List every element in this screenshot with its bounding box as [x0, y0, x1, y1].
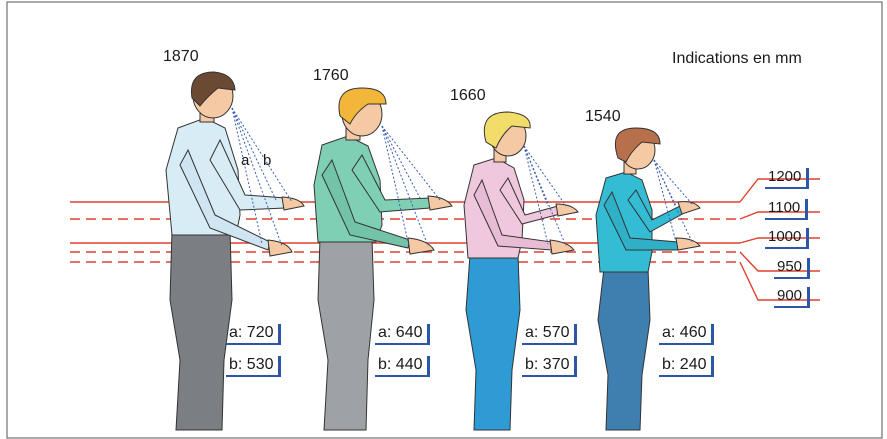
hand-4b: [675, 237, 701, 251]
person-1540: [595, 127, 701, 431]
line-950-leader: [739, 251, 820, 272]
units-note: Indications en mm: [672, 50, 802, 67]
measure-b-2: b: 440: [375, 356, 431, 377]
sight-letter-b: b: [263, 152, 272, 169]
hair-1: [190, 71, 236, 107]
level-label-1000: 1000: [765, 228, 810, 249]
level-label-900: 900: [774, 287, 811, 308]
line-1200-leader: [739, 178, 820, 203]
hand-2a: [427, 195, 453, 211]
line-1100-leader: [739, 211, 820, 220]
hand-2b: [407, 237, 435, 255]
measure-a-3: a: 570: [522, 324, 578, 345]
height-label-4: 1540: [585, 108, 621, 125]
sight-lines-2: [381, 125, 441, 247]
sight-lines-1: [231, 107, 293, 247]
measure-a-1: a: 720: [226, 324, 282, 345]
line-900-leader: [739, 261, 820, 301]
level-label-1100: 1100: [765, 199, 809, 220]
level-label-1200: 1200: [765, 168, 810, 189]
measure-a-4: a: 460: [659, 324, 715, 345]
arm-1b: [179, 148, 271, 251]
sight-lines-3: [523, 145, 567, 247]
measure-b-4: b: 240: [659, 356, 715, 377]
measure-b-1: b: 530: [226, 356, 282, 377]
sight-letter-a: a: [241, 152, 250, 169]
diagram-border: [6, 1, 883, 439]
height-label-2: 1760: [313, 67, 349, 84]
hair-4: [614, 127, 661, 163]
pants-3: [465, 254, 521, 431]
hand-1b: [267, 239, 293, 257]
hair-2: [338, 87, 387, 125]
height-label-3: 1660: [450, 87, 486, 104]
level-label-950: 950: [774, 258, 811, 279]
hand-4a: [677, 201, 701, 215]
pants-4: [597, 267, 651, 431]
line-1000-leader: [739, 237, 820, 244]
measure-a-2: a: 640: [375, 324, 431, 345]
height-label-1: 1870: [163, 48, 199, 65]
pants-2: [317, 237, 375, 431]
hair-3: [483, 111, 531, 149]
arm-2b: [321, 158, 411, 249]
sight-lines-4: [653, 159, 693, 243]
hand-3b: [549, 239, 575, 255]
hand-3a: [555, 203, 579, 217]
measure-b-3: b: 370: [522, 356, 578, 377]
person-1760: [313, 87, 453, 431]
person-1660: [463, 111, 579, 431]
hand-1a: [281, 196, 305, 211]
person-1870: [165, 71, 305, 431]
pants-1: [169, 229, 233, 431]
